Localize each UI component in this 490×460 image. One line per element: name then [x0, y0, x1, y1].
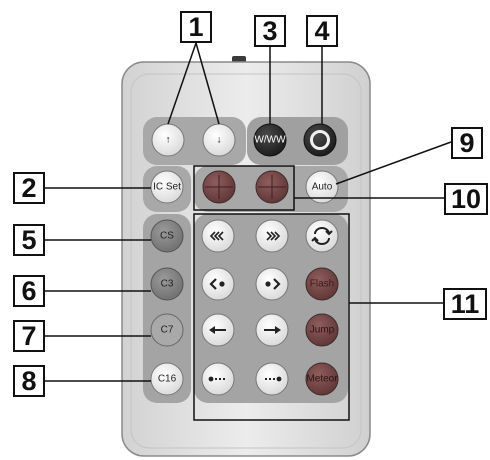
dial-right-icon	[258, 175, 286, 199]
double-chevron-right-icon	[266, 231, 281, 241]
arrow-left-button[interactable]	[201, 313, 235, 347]
callout-10: 10	[444, 183, 488, 215]
power-button[interactable]	[303, 123, 337, 157]
callout-8: 8	[13, 365, 45, 397]
dot-trail-right-button[interactable]	[255, 362, 289, 396]
up-arrow-icon: ↑	[166, 135, 171, 146]
leader-lines	[45, 42, 452, 382]
meteor-button[interactable]: Meteor	[305, 362, 339, 396]
callout-7: 7	[13, 320, 45, 352]
loop-button[interactable]	[305, 219, 339, 253]
group-box-10	[193, 165, 295, 211]
c3-label: C3	[161, 279, 174, 290]
callout-3: 3	[254, 15, 286, 47]
down-arrow-icon: ↓	[217, 135, 222, 146]
jump-label: Jump	[310, 325, 335, 336]
panel-channel	[143, 214, 191, 403]
dot-trail-left-button[interactable]	[201, 362, 235, 396]
up-arrow-button[interactable]: ↑	[151, 123, 185, 157]
arrow-right-button[interactable]	[255, 313, 289, 347]
callout-5: 5	[13, 224, 45, 256]
callout-4: 4	[306, 15, 338, 47]
callout-1: 1	[180, 11, 212, 43]
remote-inner-face	[130, 73, 362, 449]
callout-6: 6	[13, 275, 45, 307]
c3-button[interactable]: C3	[150, 267, 184, 301]
dot-trail-right-icon	[265, 376, 282, 382]
www-button[interactable]: W/WW	[253, 123, 287, 157]
chevron-dot-left-icon	[209, 278, 225, 290]
flash-label: Flash	[310, 279, 334, 290]
arrow-left-icon	[209, 326, 226, 334]
cs-label: CS	[160, 231, 174, 242]
group-box-11	[193, 213, 350, 421]
jump-button[interactable]: Jump	[305, 313, 339, 347]
meteor-label: Meteor	[306, 374, 338, 385]
auto-label: Auto	[312, 182, 333, 193]
power-icon	[310, 130, 330, 150]
auto-button[interactable]: Auto	[305, 170, 339, 204]
c16-button[interactable]: C16	[150, 362, 184, 396]
www-label: W/WW	[254, 135, 286, 146]
dot-trail-left-icon	[208, 376, 225, 382]
loop-icon	[311, 227, 333, 245]
chevron-dot-right-button[interactable]	[255, 267, 289, 301]
dial-left-button[interactable]	[202, 170, 236, 204]
callout-2: 2	[13, 172, 45, 204]
callout-11: 11	[443, 288, 487, 320]
down-arrow-button[interactable]: ↓	[202, 123, 236, 157]
c16-label: C16	[158, 374, 177, 385]
ic-set-button[interactable]: IC Set	[150, 170, 184, 204]
c7-label: C7	[161, 325, 174, 336]
c7-button[interactable]: C7	[150, 313, 184, 347]
double-left-button[interactable]	[201, 219, 235, 253]
ic-set-label: IC Set	[153, 182, 181, 193]
chevron-dot-right-icon	[265, 278, 281, 290]
flash-button[interactable]: Flash	[305, 267, 339, 301]
chevron-dot-left-button[interactable]	[201, 267, 235, 301]
callout-9: 9	[451, 127, 483, 159]
arrow-right-icon	[264, 326, 281, 334]
double-right-button[interactable]	[255, 219, 289, 253]
dial-left-icon	[205, 175, 233, 199]
cs-button[interactable]: CS	[150, 219, 184, 253]
double-chevron-left-icon	[209, 231, 224, 241]
dial-right-button[interactable]	[255, 170, 289, 204]
panel-modes	[194, 214, 348, 403]
